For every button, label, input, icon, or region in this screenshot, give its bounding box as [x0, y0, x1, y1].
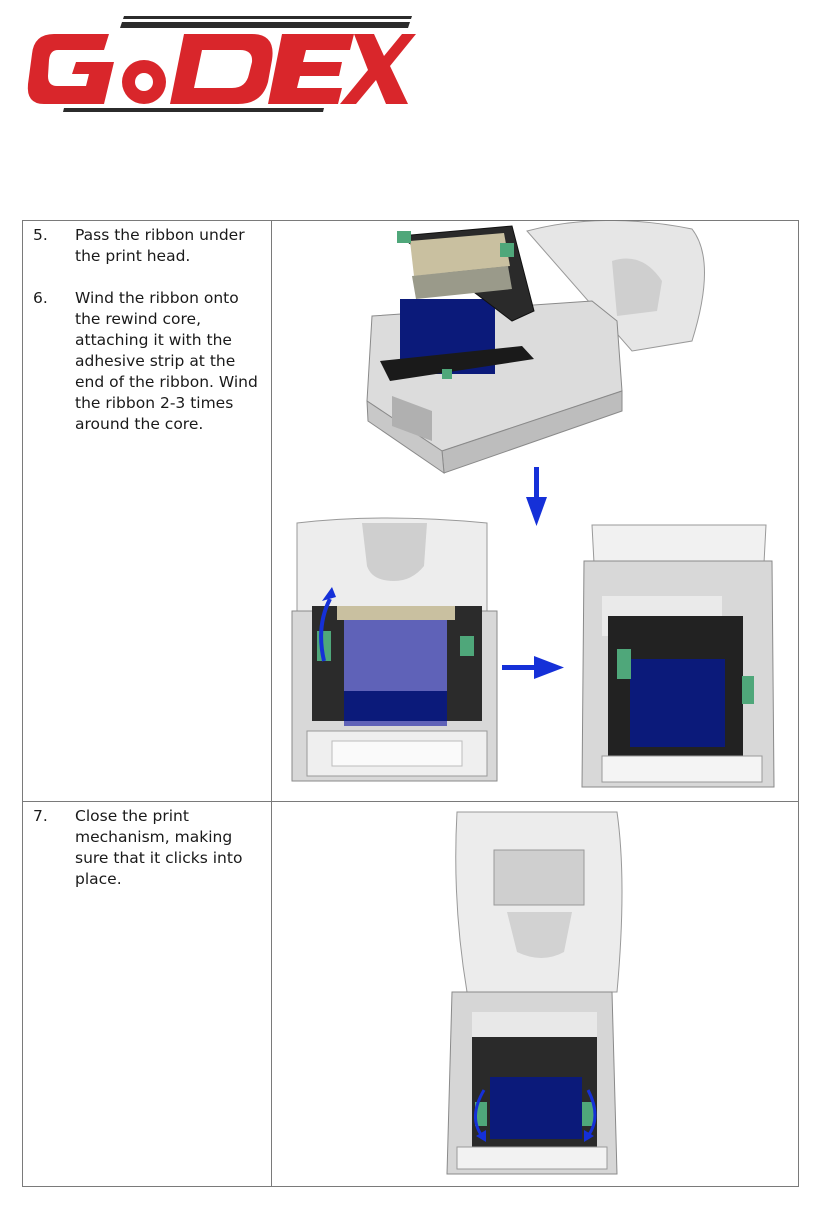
step-text: Wind the ribbon onto the rewind core, at…	[75, 288, 265, 435]
step-item: 6. Wind the ribbon onto the rewind core,…	[23, 288, 271, 435]
step-illustration-cell	[272, 802, 799, 1187]
printer-open-image	[367, 221, 705, 473]
step-number: 7.	[33, 806, 48, 827]
printer-wound-image	[582, 525, 774, 787]
godex-logo	[24, 14, 416, 114]
printer-ribbon-illustration	[272, 221, 799, 801]
step-text: Pass the ribbon under the print head.	[75, 225, 265, 267]
step-item: 5. Pass the ribbon under the print head.	[23, 225, 271, 267]
printer-close-illustration	[272, 802, 799, 1186]
step-item: 7. Close the print mechanism, making sur…	[23, 806, 271, 890]
arrow-down-icon	[526, 467, 547, 526]
step-illustration-cell	[272, 221, 799, 802]
step-text-cell: 5. Pass the ribbon under the print head.…	[23, 221, 272, 802]
instruction-table: 5. Pass the ribbon under the print head.…	[22, 220, 799, 1187]
arrow-right-icon	[502, 656, 564, 679]
step-text-cell: 7. Close the print mechanism, making sur…	[23, 802, 272, 1187]
step-number: 6.	[33, 288, 48, 309]
step-text: Close the print mechanism, making sure t…	[75, 806, 265, 890]
step-number: 5.	[33, 225, 48, 246]
